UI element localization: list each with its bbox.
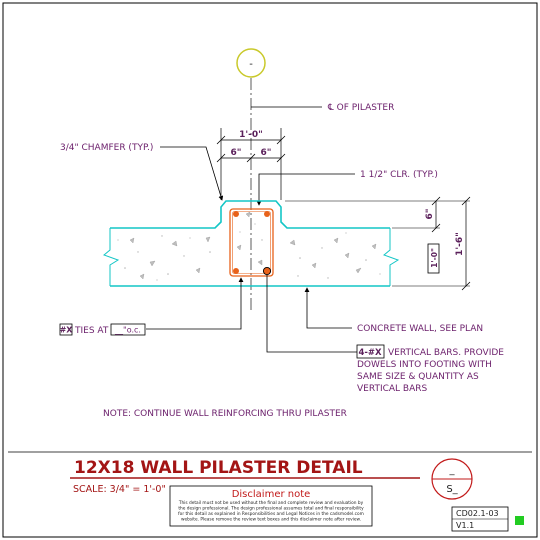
- dimension-total-depth-text: 1'-6": [455, 232, 465, 256]
- centerline-label: ℄ OF PILASTER: [327, 103, 394, 113]
- ties-spacing-tag: __"o.c.: [114, 326, 141, 335]
- dimension-half-widths: 6" 6": [216, 148, 286, 163]
- dimension-left-half-text: 6": [231, 148, 242, 158]
- bars-note-line-2: DOWELS INTO FOOTING WITH: [357, 360, 492, 370]
- sheet-number-block: CD02.1-03 V1.1: [451, 506, 524, 532]
- bars-note-line-4: VERTICAL BARS: [357, 384, 427, 394]
- pilaster-ties: [229, 208, 274, 277]
- title-block: 12X18 WALL PILASTER DETAIL SCALE: 3/4" =…: [8, 451, 532, 532]
- vertical-rebars: [233, 211, 272, 276]
- wall-thickness-text: 1'-0": [430, 248, 439, 268]
- detail-scale: SCALE: 3/4" = 1'-0": [73, 484, 166, 495]
- dimension-projection: 6": [285, 196, 470, 233]
- ties-note: #X TIES AT __"o.c.: [60, 277, 244, 336]
- disclaimer-line-3: for this detail as explained in Responsi…: [178, 511, 364, 517]
- sheet-number: CD02.1-03: [456, 509, 499, 518]
- dimension-total-depth: 1'-6": [392, 196, 471, 291]
- status-indicator: [515, 516, 524, 525]
- dimension-overall-width: 1'-0": [216, 128, 286, 200]
- detail-title: 12X18 WALL PILASTER DETAIL: [74, 458, 363, 478]
- disclaimer-line-2: the design professional. The design prof…: [178, 506, 364, 512]
- bars-tag: 4-#X: [358, 348, 382, 358]
- chamfer-note: 3/4" CHAMFER (TYP.): [60, 143, 153, 153]
- disclaimer-heading: Disclaimer note: [232, 489, 311, 500]
- vertical-bars-note: 4-#X VERTICAL BARS. PROVIDE DOWELS INTO …: [266, 275, 504, 394]
- dimension-right-half-text: 6": [261, 148, 272, 158]
- clearance-note: 1 1/2" CLR. (TYP.): [360, 170, 438, 180]
- detail-bubble-bottom: S_: [446, 484, 458, 495]
- ties-tag: #X: [60, 326, 74, 335]
- ties-text: TIES AT: [74, 326, 109, 336]
- disclaimer-line-1: This detail must not be used without the…: [178, 500, 364, 506]
- general-note: NOTE: CONTINUE WALL REINFORCING THRU PIL…: [103, 409, 347, 419]
- concrete-wall-leader: [304, 287, 352, 329]
- dimension-overall-text: 1'-0": [239, 130, 263, 140]
- dimension-projection-text: 6": [425, 209, 435, 220]
- disclaimer-box: Disclaimer note This detail must not be …: [169, 485, 373, 527]
- section-bubble-label: -: [249, 59, 253, 70]
- bars-note-line-3: SAME SIZE & QUANTITY AS: [357, 372, 479, 382]
- disclaimer-line-4: website. Please remove the review text b…: [181, 517, 361, 523]
- detail-bubble-top: _: [449, 465, 456, 476]
- wall-thickness-tag: 1'-0": [427, 243, 440, 274]
- sheet-version: V1.1: [456, 521, 474, 530]
- detail-bubble: _ S_: [431, 458, 473, 500]
- section-bubble-top: -: [236, 48, 266, 78]
- bars-note-line-1: VERTICAL BARS. PROVIDE: [388, 348, 504, 358]
- concrete-wall-note: CONCRETE WALL, SEE PLAN: [357, 324, 483, 334]
- concrete-wall-section: [103, 200, 400, 287]
- clearance-leader: [256, 173, 355, 206]
- chamfer-leader: [160, 146, 224, 201]
